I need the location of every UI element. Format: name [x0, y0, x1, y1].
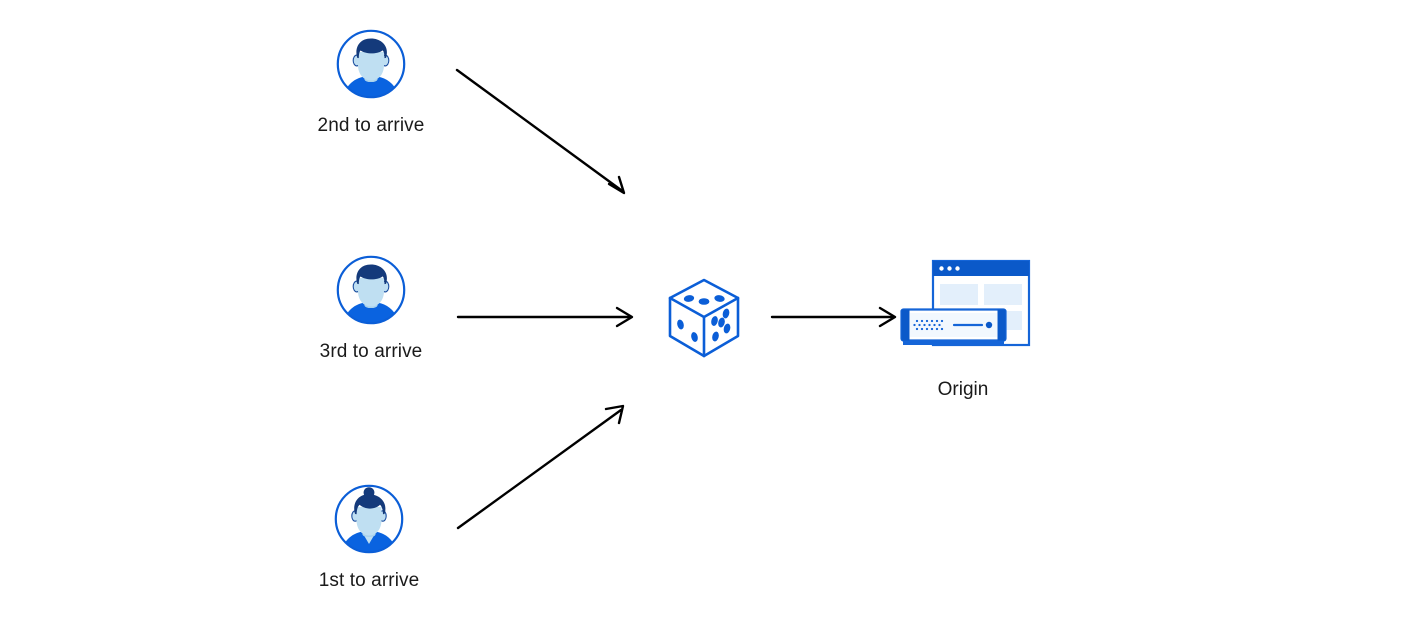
user-avatar-female-icon [332, 482, 406, 556]
node-client-1st[interactable]: 1st to arrive [294, 482, 444, 593]
arrow-2nd-to-dice [455, 68, 626, 195]
arrow-3rd-to-dice [456, 306, 634, 328]
user-avatar-male-icon [334, 27, 408, 101]
node-label-origin: Origin [937, 379, 989, 400]
node-client-3rd[interactable]: 3rd to arrive [296, 253, 446, 364]
node-client-2nd[interactable]: 2nd to arrive [296, 27, 446, 138]
dice-icon[interactable] [658, 272, 750, 364]
server-device-glyph [900, 308, 1007, 345]
origin-server-icon[interactable] [893, 255, 1033, 363]
node-label-client-1st: 1st to arrive [318, 570, 420, 591]
arrow-1st-to-dice [456, 404, 625, 530]
node-label-client-3rd: 3rd to arrive [319, 341, 423, 362]
arrow-dice-to-origin [770, 306, 897, 328]
node-label-client-2nd: 2nd to arrive [317, 115, 425, 136]
user-avatar-male-icon [334, 253, 408, 327]
